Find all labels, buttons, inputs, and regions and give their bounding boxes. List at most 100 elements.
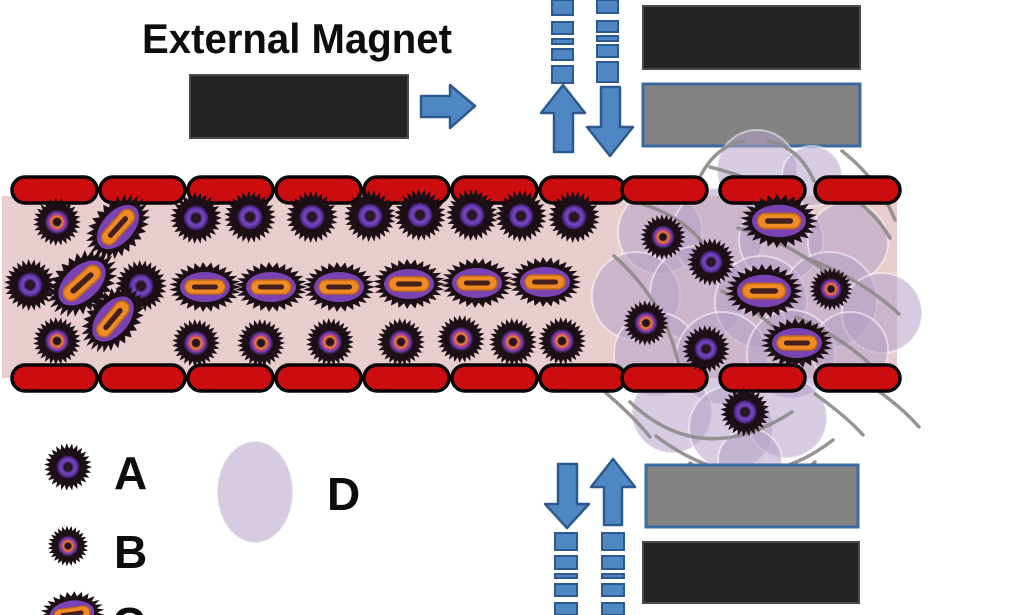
field-dash [601, 573, 625, 579]
nanoparticles-layer [4, 189, 853, 437]
nanoparticle-b [237, 319, 285, 367]
nanoparticle-a [286, 191, 338, 243]
nanoparticle-c [169, 262, 242, 312]
bottom-field-dashed-lines [554, 532, 625, 615]
nanoparticle-c [441, 258, 514, 308]
endothelial-capsule [718, 363, 807, 393]
nanoparticle-c [81, 285, 145, 353]
nanoparticle-b [33, 198, 81, 246]
field-down-arrow-icon [543, 462, 591, 530]
endothelial-capsule [98, 363, 187, 393]
field-dash [596, 44, 619, 58]
nanoparticle-a [394, 189, 446, 241]
nanoparticle-a [720, 387, 770, 437]
field-dash [554, 555, 578, 570]
field-line [612, 254, 680, 364]
endothelial-capsule [813, 175, 902, 205]
field-line [696, 139, 746, 183]
nanoparticle-c [373, 259, 446, 309]
field-line [802, 255, 901, 316]
nanoparticle-b [47, 525, 89, 567]
bottom-magnet-gray-block [644, 463, 860, 529]
nanoparticle-c [303, 262, 376, 312]
nanoparticle-a [4, 259, 56, 311]
field-dash [554, 583, 578, 597]
field-dash [554, 602, 578, 615]
top-field-dashed-lines [551, 0, 619, 84]
legend-label-a: A [114, 447, 147, 499]
endothelial-capsule [538, 363, 627, 393]
field-dash [551, 65, 574, 84]
field-dash [596, 0, 619, 14]
field-dash [601, 602, 625, 615]
nanoparticle-a [687, 238, 735, 286]
nanoparticle-b [623, 300, 669, 346]
nanoparticle-c [761, 318, 834, 368]
endothelial-capsule [98, 175, 187, 205]
legend-label-d: D [327, 468, 360, 520]
nanoparticle-a [44, 443, 92, 491]
nanoparticle-a [224, 191, 276, 243]
field-dash [601, 583, 625, 597]
nanoparticle-a [682, 325, 730, 373]
field-line [604, 391, 652, 439]
field-dash [551, 0, 574, 16]
top-magnet-dark-block [642, 5, 861, 70]
endothelial-capsule [362, 363, 451, 393]
endothelial-capsule [10, 363, 99, 393]
nanoparticle-b [489, 318, 537, 366]
field-line [628, 400, 794, 441]
field-dash [554, 573, 578, 579]
field-dash [551, 48, 574, 61]
nanoparticle-a [495, 190, 547, 242]
nanoparticle-b [538, 317, 586, 365]
nanoparticle-a [170, 192, 222, 244]
nanoparticle-b [33, 317, 81, 365]
magnet-motion-right-arrow-icon [419, 83, 477, 130]
field-up-arrow-icon [539, 83, 587, 154]
nanoparticle-c [86, 193, 151, 261]
legend-cell-d [216, 440, 294, 544]
nanoparticle-a [344, 190, 396, 242]
field-up-arrow-icon [589, 457, 637, 527]
endothelial-capsule [186, 363, 275, 393]
nanoparticle-c [46, 248, 118, 318]
field-dash [551, 21, 574, 35]
nanoparticle-c [39, 591, 105, 615]
nanoparticle-a [446, 189, 498, 241]
nanoparticle-c [235, 262, 308, 312]
endothelial-capsule [813, 363, 902, 393]
nanoparticle-b [172, 319, 220, 367]
legend-markers [39, 443, 105, 615]
field-line [813, 392, 865, 437]
endothelial-capsule [450, 363, 539, 393]
nanoparticle-b [306, 318, 354, 366]
nanoparticle-a [548, 191, 600, 243]
external-magnet-title: External Magnet [142, 15, 452, 62]
field-dash [601, 532, 625, 551]
legend-label-b: B [114, 526, 147, 578]
external-magnet-block [189, 74, 409, 139]
nanoparticle-b [640, 214, 686, 260]
nanoparticle-b [437, 315, 485, 363]
legend-label-c: C [112, 598, 145, 615]
field-dash [596, 20, 619, 33]
field-dash [596, 61, 619, 83]
endothelial-capsule [620, 175, 709, 205]
field-line [766, 139, 816, 183]
endothelial-capsule [620, 363, 709, 393]
endothelial-capsule [10, 175, 99, 205]
nanoparticle-b [377, 318, 425, 366]
endothelial-capsule [274, 363, 363, 393]
field-dash [601, 555, 625, 570]
field-dash [554, 532, 578, 551]
bottom-magnet-dark-block [642, 541, 860, 604]
nanoparticle-b [809, 267, 853, 311]
nanoparticle-c [509, 257, 582, 307]
nanoparticle-c [725, 264, 804, 318]
field-dash [596, 35, 619, 42]
nanoparticle-c [740, 194, 819, 248]
field-dash [551, 38, 574, 45]
